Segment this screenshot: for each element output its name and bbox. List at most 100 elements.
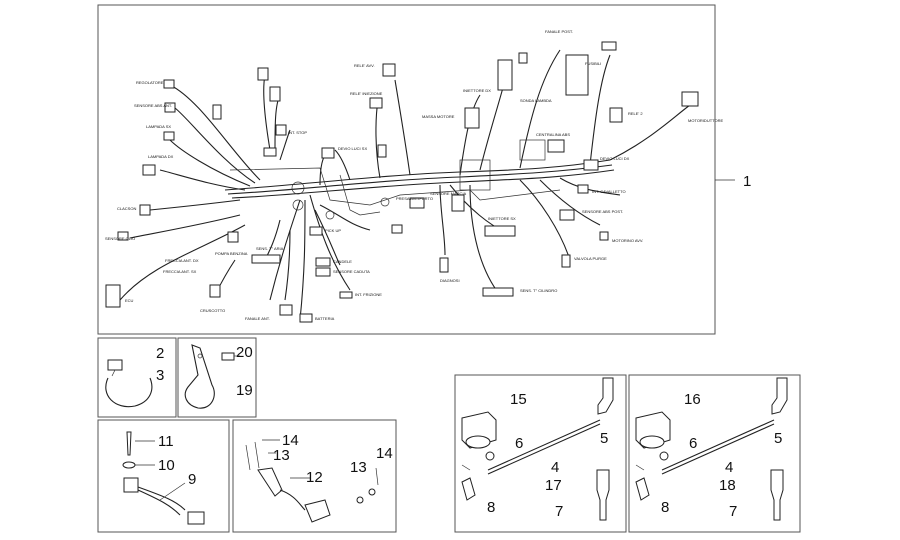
- label-lampada-dx: LAMPADA DX: [148, 154, 174, 159]
- panel-clamp-frame: [97, 337, 177, 418]
- connector-clacson: [139, 204, 151, 216]
- connector-abs-post: [559, 209, 575, 221]
- connector-ecu: [105, 284, 121, 308]
- callout-9: 9: [188, 471, 196, 488]
- connector-sens-cilindro: [482, 287, 514, 297]
- label-motoriduttore: MOTORINO AVV.: [612, 238, 643, 243]
- label-sonda-lambda: SONDA LAMBDA: [520, 98, 552, 103]
- frame-sketch: [229, 139, 561, 220]
- sensor-part: [122, 431, 205, 525]
- connector-fanale-ant: [279, 304, 293, 316]
- label-int-cavalletto: INT. CAVALLETTO: [592, 189, 626, 194]
- connector-int-stop: [275, 124, 287, 136]
- label-centralina-abs: CENTRALINA ABS: [536, 132, 570, 137]
- label-fanale-ant: FANALE ANT.: [245, 316, 270, 321]
- panel-switch-frame: [232, 419, 397, 533]
- label-lampada-sx: LAMPADA SX: [146, 124, 171, 129]
- callout-7-left: 7: [555, 503, 563, 520]
- callout-8-left: 8: [487, 499, 495, 516]
- harness-panel-frame: [97, 4, 716, 335]
- label-valvola-purge: VALVOLA PURGE: [574, 256, 607, 261]
- label-pompa-benzina: POMPA BENZINA: [215, 251, 248, 256]
- callout-4-left: 4: [551, 459, 559, 476]
- coil-left-part: [461, 377, 614, 521]
- callout-13-right: 13: [350, 459, 367, 476]
- label-regolatore: REGOLATORE: [136, 80, 164, 85]
- connector-rele-post: [601, 41, 617, 51]
- coil-right-part: [635, 377, 788, 521]
- switch-part: [245, 441, 379, 523]
- label-fanale-post: FANALE POST.: [545, 29, 573, 34]
- label-presa-antifurto: PRESA ANTIFURTO: [396, 196, 433, 201]
- label-sensore-olio: SENSORE OLIO: [105, 236, 135, 241]
- cable-tie-part: [105, 359, 153, 408]
- label-iniettore-sx: INIETTORE SX: [488, 216, 516, 221]
- callout-5-right: 5: [774, 430, 782, 447]
- label-massa-motore: MASSA MOTORE: [422, 114, 455, 119]
- panel-sensor-frame: [97, 419, 230, 533]
- connector-devio-sx: [321, 147, 335, 159]
- connector-diagnosi: [439, 257, 449, 273]
- label-sensore-caduta: SENSORE CADUTA: [333, 269, 370, 274]
- callout-13-left: 13: [273, 447, 290, 464]
- connector-fanale-post: [518, 52, 528, 64]
- connector-lampada-dx: [142, 164, 156, 176]
- connector-pompa: [227, 231, 239, 243]
- connector-sens-aria: [251, 254, 281, 264]
- label-diagnosi: DIAGNOSI: [440, 278, 460, 283]
- label-freccia-ant-sx: FRECCIA ANT. SX: [163, 269, 197, 274]
- label-motoriduttore-post: MOTORIDUTTORE: [688, 118, 724, 123]
- connector-candele: [315, 257, 331, 267]
- callout-1: 1: [743, 173, 751, 190]
- connector-devio-dx: [583, 159, 599, 171]
- connector-caduta: [315, 267, 331, 277]
- callout-5-left: 5: [600, 430, 608, 447]
- connector-rele-avv: [382, 63, 396, 77]
- connector-rele-iniez: [369, 97, 383, 109]
- connector-presa-antifurto: [409, 197, 425, 209]
- label-pick-up: PICK UP: [325, 228, 341, 233]
- callout-2: 2: [156, 345, 164, 362]
- connector-devio: [263, 147, 277, 157]
- callout-15: 15: [510, 391, 527, 408]
- label-cruscotto: CRUSCOTTO: [200, 308, 225, 313]
- label-rele-iniezione: RELE' INIEZIONE: [350, 91, 383, 96]
- panel-coil-left-frame: [454, 374, 627, 533]
- callout-14-right: 14: [376, 445, 393, 462]
- connector-regolatore: [163, 79, 175, 89]
- label-fusibili: FUSIBILI: [585, 61, 601, 66]
- connector-rele: [257, 67, 269, 81]
- callout-4-right: 4: [725, 459, 733, 476]
- label-sens-temp-cilindro: SENS. T° CILINDRO: [520, 288, 557, 293]
- callout-6-right: 6: [689, 435, 697, 452]
- label-candele: CANDELE: [333, 259, 352, 264]
- connector-pickup: [309, 226, 323, 236]
- connector-batteria: [299, 313, 313, 323]
- panel-bracket-frame: [177, 337, 257, 418]
- connector-purge: [561, 254, 571, 268]
- callout-6-left: 6: [515, 435, 523, 452]
- connector-rele2: [269, 86, 281, 102]
- label-batteria: BATTERIA: [315, 316, 335, 321]
- connector-lampada-sx: [163, 131, 175, 141]
- connector-motorino: [599, 231, 609, 241]
- connector-ics: [212, 104, 222, 120]
- callout-14-left: 14: [282, 432, 299, 449]
- connector-cruscotto: [209, 284, 221, 298]
- wiring-harness: [119, 49, 691, 321]
- label-ecu: ECU: [125, 298, 134, 303]
- callout-3: 3: [156, 367, 164, 384]
- label-clacson: CLACSON: [117, 206, 136, 211]
- label-int-stop: INT. STOP: [288, 130, 307, 135]
- harness-connectors: [105, 41, 699, 323]
- callout-19: 19: [236, 382, 253, 399]
- harness-label-group: REGOLATORE SENSORE ABS ANT. LAMPADA SX L…: [105, 29, 724, 321]
- label-sensore-abs-ant: SENSORE ABS ANT.: [134, 103, 172, 108]
- label-devio-luci-dx: DEVIO LUCI DX: [600, 156, 630, 161]
- callout-7-right: 7: [729, 503, 737, 520]
- callout-20: 20: [236, 344, 253, 361]
- connector-abs: [547, 139, 565, 153]
- connector-sensore-olio: [117, 231, 129, 241]
- connector-massa: [377, 144, 387, 158]
